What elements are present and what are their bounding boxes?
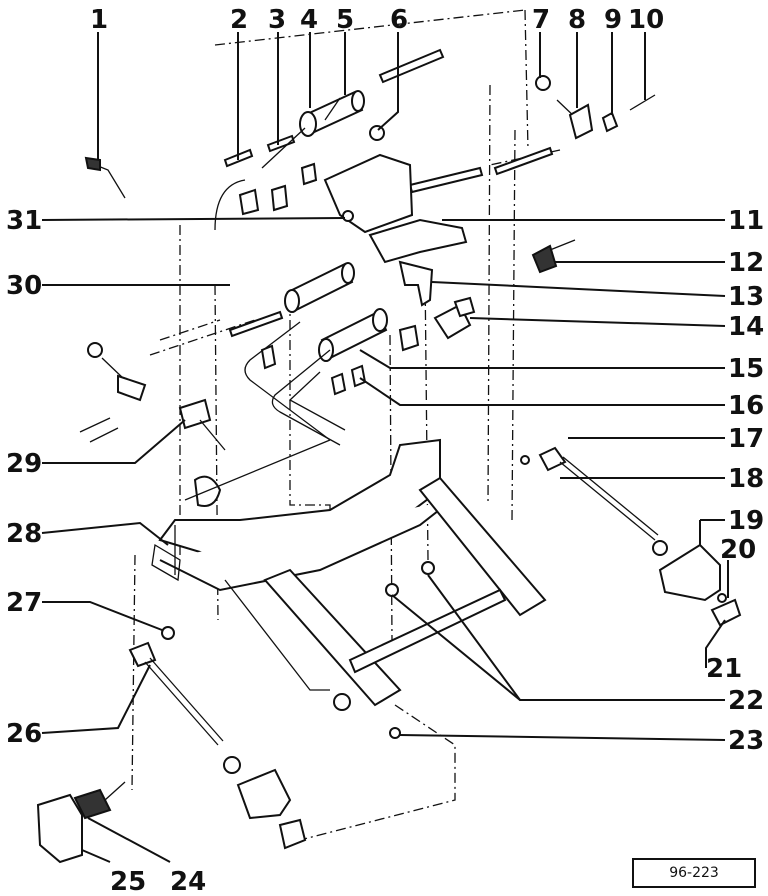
nut-part [369,125,385,141]
bracket-plate-part [658,543,721,602]
clip-part [270,184,289,212]
small-motor-part [73,788,112,820]
callout-labels: 1 2 3 4 5 6 7 8 9 10 11 12 13 14 15 16 1… [6,5,764,896]
hinge-bracket-part [323,153,468,264]
knob-part [531,239,576,274]
nut-part [535,75,551,91]
rod-middle [228,310,284,338]
switch-part [453,296,476,318]
callout-21: 21 [706,654,742,684]
clip-part [238,188,260,216]
callout-26: 26 [6,719,42,749]
seat-rail-part [224,476,547,711]
callout-19: 19 [728,506,764,536]
callout-1: 1 [90,5,108,35]
left-spindle-part [128,626,241,774]
rod-upper [493,146,554,176]
callout-22: 22 [728,686,764,716]
leader-lines [41,32,729,863]
pin-part [266,134,296,153]
clip-part [350,364,367,388]
left-linkage-part [79,342,331,507]
cable-part [214,179,246,231]
callout-6: 6 [390,5,408,35]
cover-part [36,793,83,864]
callout-31: 31 [6,206,42,236]
callout-13: 13 [728,282,764,312]
callout-18: 18 [728,464,764,494]
callout-5: 5 [336,5,354,35]
clip-part [398,324,420,352]
callout-25: 25 [110,867,146,896]
clip-part [278,818,307,850]
callout-12: 12 [728,248,764,278]
lower-motor-part [318,308,388,362]
callout-24: 24 [170,867,206,896]
callout-20: 20 [720,535,756,565]
clip-part [330,372,347,396]
figure-reference-code: 96-223 [632,858,756,888]
right-spindle-part [520,446,668,556]
callout-29: 29 [6,449,42,479]
callout-30: 30 [6,271,42,301]
clip-part [710,598,742,627]
lever-part [556,99,594,140]
callout-16: 16 [728,391,764,421]
callout-2: 2 [230,5,248,35]
bolt-part [421,561,435,575]
callout-27: 27 [6,588,42,618]
bolt-part [385,583,399,597]
callout-14: 14 [728,312,764,342]
callout-8: 8 [568,5,586,35]
parts [36,48,742,864]
rod-upper [408,166,484,194]
upper-motor-part [261,90,365,169]
middle-motor-part [284,262,355,313]
callout-11: 11 [728,206,764,236]
callout-23: 23 [728,726,764,756]
callout-15: 15 [728,354,764,384]
linkage-part [398,260,434,307]
bolt-part [389,727,401,739]
callout-10: 10 [628,5,664,35]
flex-shaft-part [288,371,346,431]
callout-3: 3 [268,5,286,35]
screw-part [629,94,656,111]
callout-17: 17 [728,424,764,454]
callout-9: 9 [604,5,622,35]
flex-shaft-part [244,321,331,441]
seat-frame-part [151,438,453,592]
nut-part [717,593,727,603]
cable-tie-part [84,156,126,199]
callout-7: 7 [532,5,550,35]
clip-part [260,344,277,370]
flex-shaft-part [271,349,341,446]
washer-part [601,111,619,133]
rod-upper [378,48,445,84]
bracket-plate-part [236,768,292,820]
clip-part [300,162,318,186]
callout-28: 28 [6,519,42,549]
callout-4: 4 [300,5,318,35]
